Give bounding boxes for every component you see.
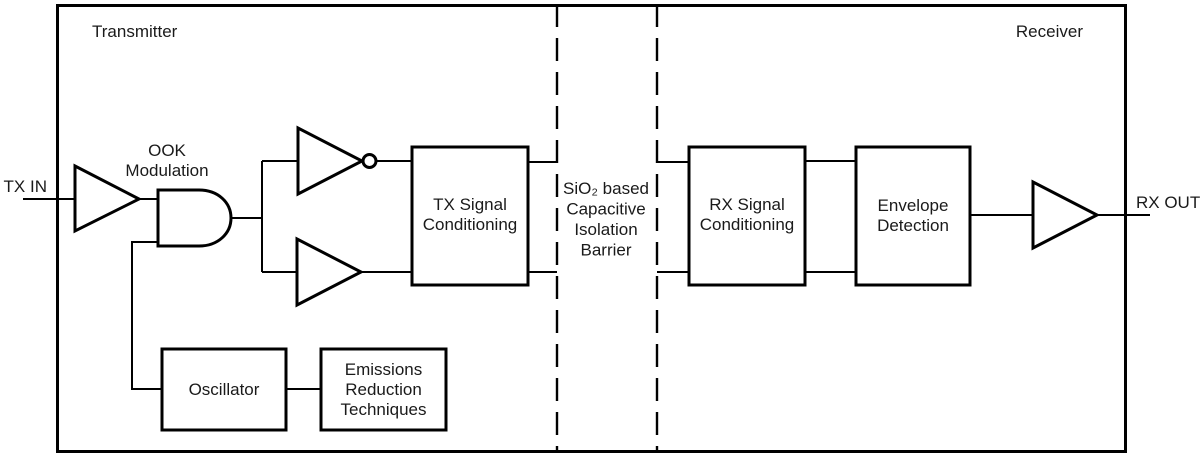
oscillator-label: Oscillator — [189, 380, 260, 399]
ook-modulation-label-line2: Modulation — [125, 161, 208, 180]
rx-signal-label-line2: Conditioning — [700, 215, 795, 234]
barrier-label-line2: Capacitive — [566, 200, 645, 219]
envelope-label-line2: Detection — [877, 216, 949, 235]
noninverting-buffer-icon — [295, 236, 365, 308]
emissions-label-line3: Techniques — [340, 400, 426, 419]
envelope-detection-block — [854, 145, 972, 287]
emissions-label-line1: Emissions — [345, 360, 422, 379]
barrier-label-line4: Barrier — [580, 241, 631, 260]
transmitter-label: Transmitter — [92, 22, 178, 41]
and-gate-icon — [156, 188, 233, 248]
emissions-label-line2: Reduction — [345, 380, 422, 399]
barrier-label-line1: SiO₂ based — [563, 179, 649, 198]
barrier-label-line3: Isolation — [574, 220, 637, 239]
chip-boundary — [56, 4, 1127, 453]
receiver-label: Receiver — [1016, 22, 1083, 41]
emissions-reduction-block — [319, 347, 448, 432]
tx-signal-label-line2: Conditioning — [423, 215, 518, 234]
envelope-label-line1: Envelope — [878, 196, 949, 215]
rx-signal-conditioning-block — [687, 145, 807, 287]
tx-in-label: TX IN — [4, 177, 47, 196]
rx-out-label: RX OUT — [1136, 193, 1200, 212]
output-buffer-icon — [1031, 179, 1101, 251]
inverter-bubble-icon — [361, 153, 378, 169]
oscillator-block — [160, 347, 288, 432]
rx-signal-label-line1: RX Signal — [709, 195, 785, 214]
input-buffer-icon — [73, 163, 143, 234]
tx-signal-label-line1: TX Signal — [433, 195, 507, 214]
inverter-icon — [296, 125, 366, 197]
tx-signal-conditioning-block — [410, 145, 530, 287]
oscillator-feedback-wire — [131, 241, 162, 390]
ook-modulation-label-line1: OOK — [148, 141, 186, 160]
